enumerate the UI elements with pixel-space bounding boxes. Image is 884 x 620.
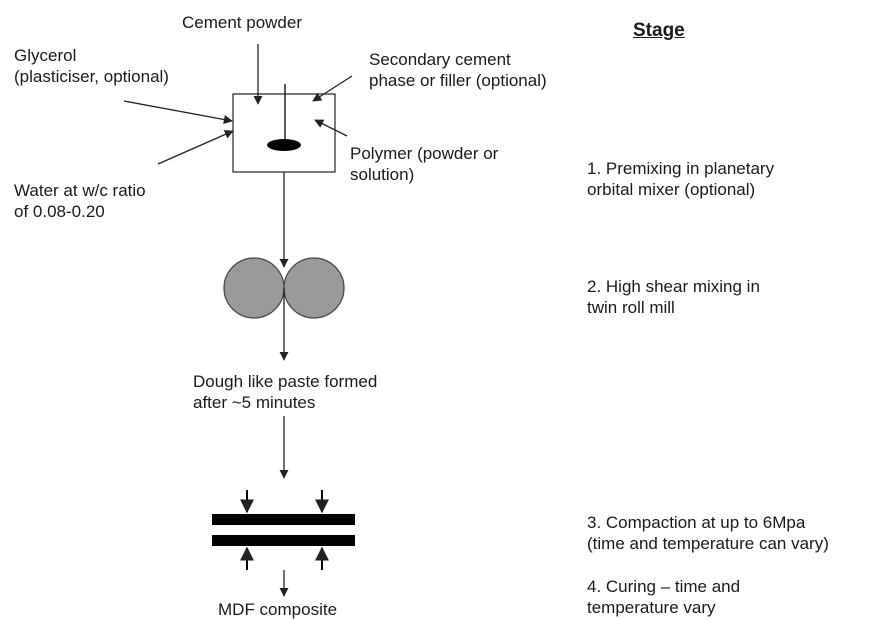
stage-2-line2: twin roll mill bbox=[587, 298, 675, 317]
label-mdf-composite: MDF composite bbox=[218, 600, 338, 619]
arrow-glycerol bbox=[123, 100, 233, 124]
label-secondary-line1: Secondary cement bbox=[369, 50, 511, 69]
label-cement-powder: Cement powder bbox=[182, 13, 303, 32]
mixer-paddle bbox=[267, 139, 301, 151]
press-plate-bottom bbox=[212, 535, 355, 546]
stage-3-line1: 3. Compaction at up to 6Mpa bbox=[587, 513, 806, 532]
roll-left bbox=[223, 257, 285, 319]
label-secondary-line2: phase or filler (optional) bbox=[369, 71, 547, 90]
label-glycerol-line2: (plasticiser, optional) bbox=[14, 67, 169, 86]
stage-3-line2: (time and temperature can vary) bbox=[587, 534, 829, 553]
stage-2-line1: 2. High shear mixing in bbox=[587, 277, 760, 296]
roll-right bbox=[283, 257, 345, 319]
label-water-line1: Water at w/c ratio bbox=[14, 181, 146, 200]
label-dough-line1: Dough like paste formed bbox=[193, 372, 378, 391]
label-glycerol-line1: Glycerol bbox=[14, 46, 77, 65]
label-dough-line2: after ~5 minutes bbox=[193, 393, 316, 412]
planetary-mixer-box bbox=[232, 93, 336, 173]
label-water-line2: of 0.08-0.20 bbox=[14, 202, 105, 221]
stage-header: Stage bbox=[633, 20, 685, 41]
arrow-water bbox=[157, 130, 234, 165]
stage-1-line1: 1. Premixing in planetary bbox=[587, 159, 775, 178]
stage-4-line2: temperature vary bbox=[587, 598, 716, 617]
stage-1-line2: orbital mixer (optional) bbox=[587, 180, 756, 199]
press-plate-top bbox=[212, 514, 355, 525]
stage-4-line1: 4. Curing – time and bbox=[587, 577, 741, 596]
arrow-polymer bbox=[314, 119, 348, 137]
label-polymer-line2: solution) bbox=[350, 165, 415, 184]
arrow-secondary bbox=[312, 75, 353, 102]
label-polymer-line1: Polymer (powder or bbox=[350, 144, 499, 163]
